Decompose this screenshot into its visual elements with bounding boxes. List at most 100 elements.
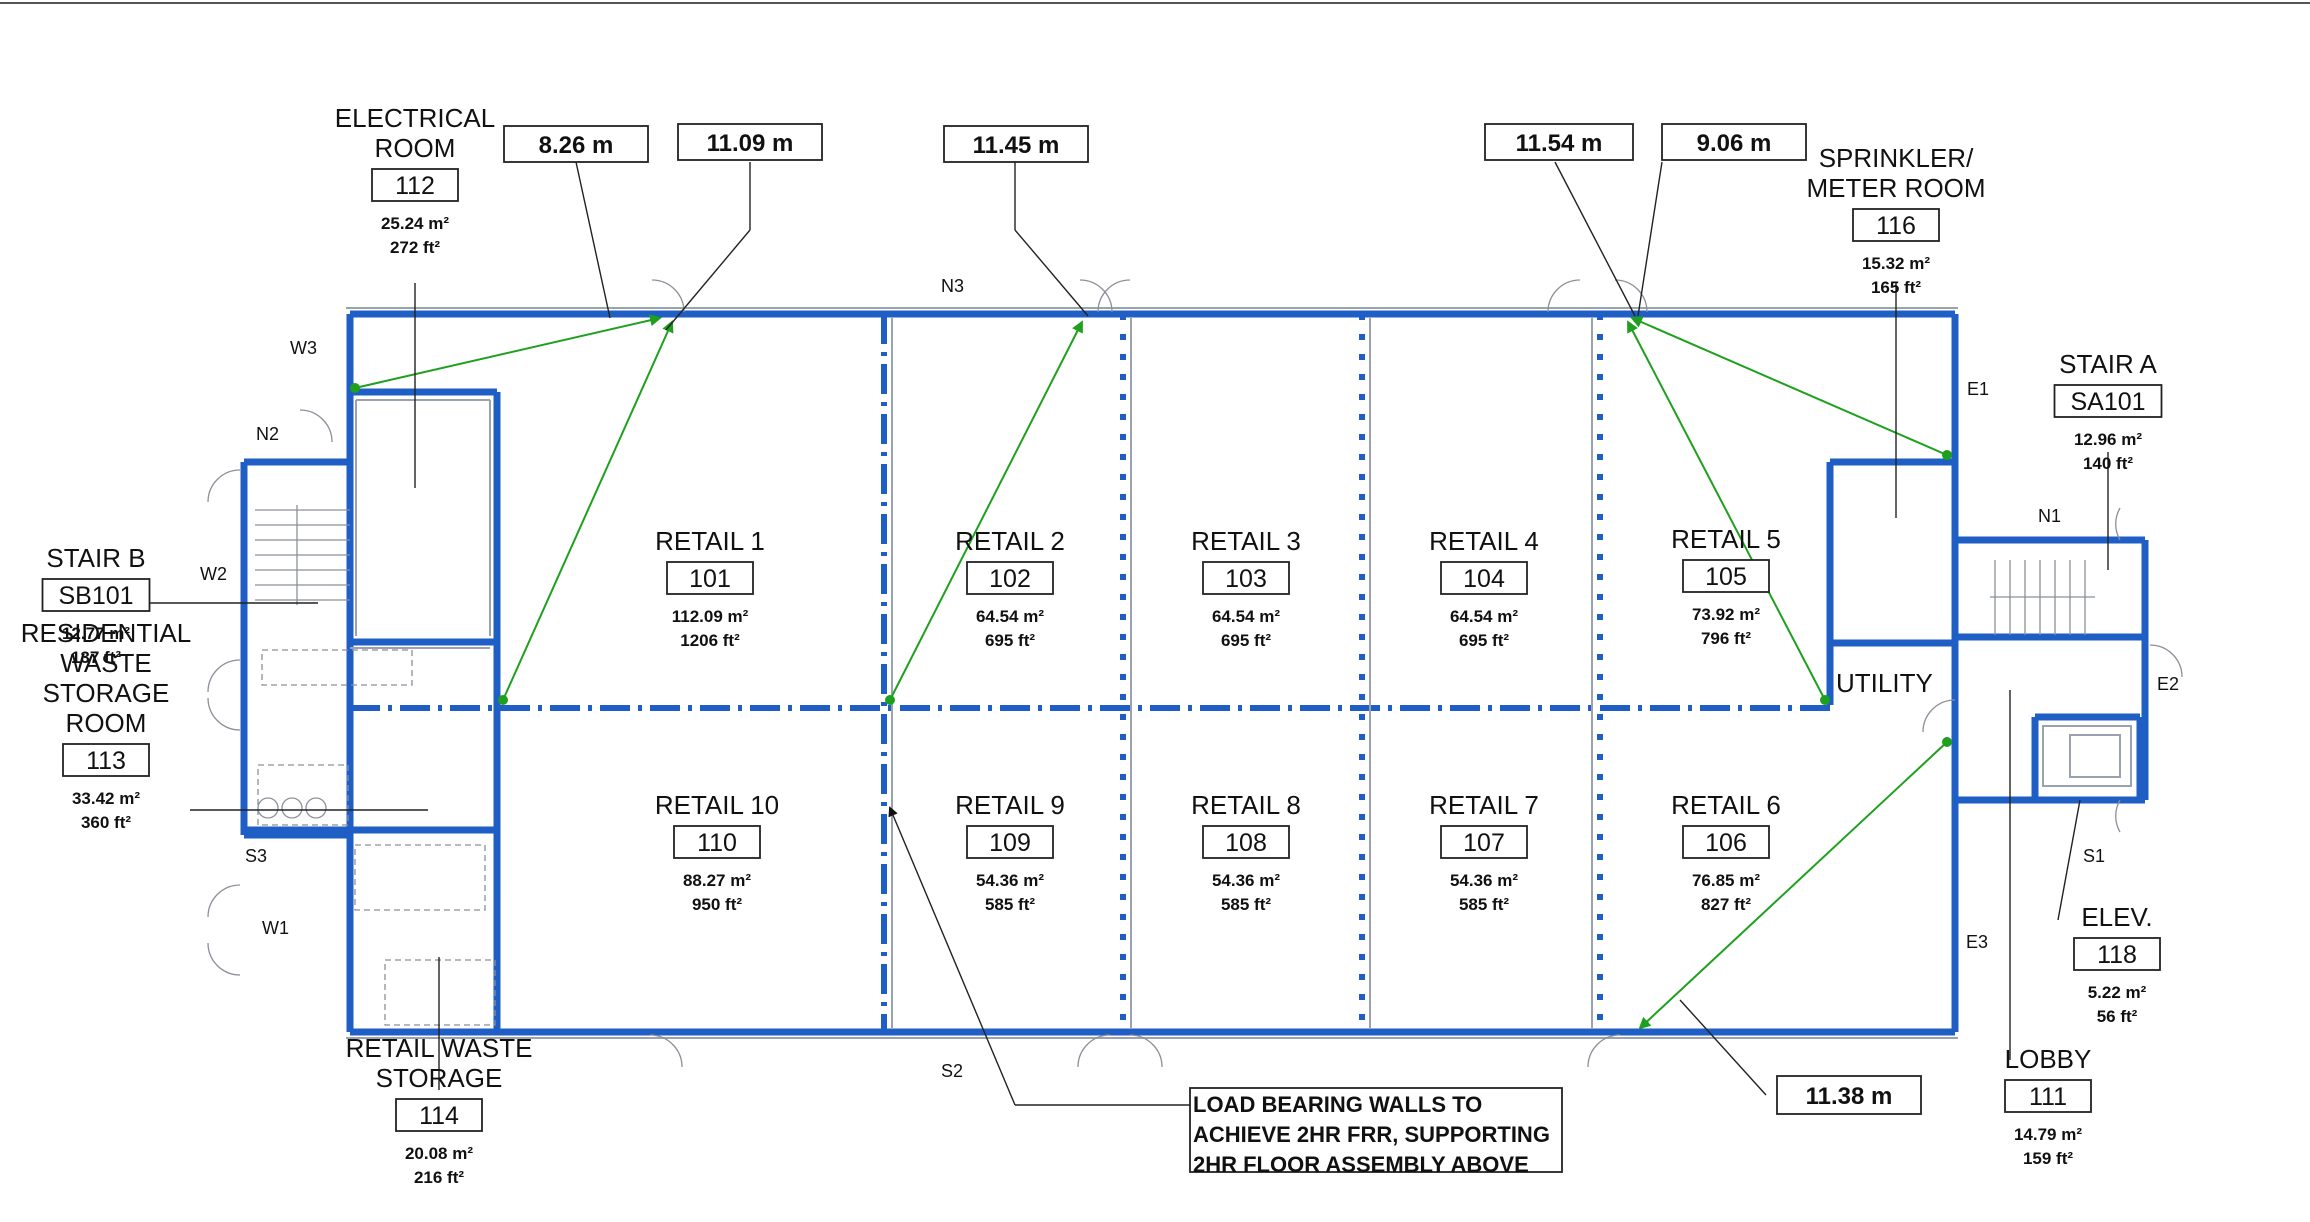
room-name: ELECTRICAL <box>335 103 495 133</box>
room-number-box <box>966 825 1054 859</box>
room-number: 112 <box>395 172 435 200</box>
room-number-box <box>673 825 761 859</box>
room-number-box <box>2004 1079 2092 1113</box>
dimension-box-6: 11.38 m <box>1776 1075 1922 1115</box>
room-area-m2: 12.96 m² <box>2074 430 2142 449</box>
room-area-ft2: 137 ft² <box>71 648 121 667</box>
room-area-m2: 12.77 m² <box>62 624 130 643</box>
room-number: 111 <box>2029 1083 2067 1111</box>
room-area-ft2: 165 ft² <box>1871 278 1921 297</box>
room-number: SA101 <box>2070 388 2145 416</box>
svg-text:E2: E2 <box>2157 674 2179 694</box>
room-number: 104 <box>1463 565 1505 593</box>
room-number-box <box>1202 561 1290 595</box>
room-label-sa101: STAIR A SA101 12.96 m² 140 ft² <box>2053 349 2163 473</box>
room-area-ft2: 585 ft² <box>1459 895 1509 914</box>
room-area-m2: 5.22 m² <box>2088 983 2147 1002</box>
svg-text:11.54 m: 11.54 m <box>1516 130 1603 157</box>
room-name: RETAIL 4 <box>1429 526 1539 556</box>
svg-text:N2: N2 <box>256 424 279 444</box>
room-label-104: RETAIL 4 104 64.54 m² 695 ft² <box>1429 526 1539 650</box>
room-name: LOBBY <box>2005 1044 2092 1074</box>
doors <box>207 279 2183 1068</box>
room-area-ft2: 216 ft² <box>414 1168 464 1187</box>
room-name: WASTE <box>60 648 151 678</box>
room-name: RETAIL WASTE <box>346 1033 533 1063</box>
room-number-box <box>395 1098 483 1132</box>
dimension-box-4: 11.54 m <box>1484 123 1634 161</box>
svg-text:2HR FLOOR ASSEMBLY ABOVE: 2HR FLOOR ASSEMBLY ABOVE <box>1193 1152 1529 1177</box>
svg-text:ACHIEVE 2HR FRR, SUPPORTING: ACHIEVE 2HR FRR, SUPPORTING <box>1193 1122 1550 1147</box>
svg-text:W3: W3 <box>290 338 317 358</box>
svg-text:S1: S1 <box>2083 846 2105 866</box>
room-number-box <box>966 561 1054 595</box>
room-number: 108 <box>1225 829 1267 857</box>
svg-text:11.45 m: 11.45 m <box>973 132 1060 159</box>
room-name: METER ROOM <box>1806 173 1985 203</box>
room-number: 103 <box>1225 565 1267 593</box>
room-area-ft2: 585 ft² <box>985 895 1035 914</box>
room-number-box <box>1202 825 1290 859</box>
room-name: RETAIL 10 <box>655 790 779 820</box>
svg-text:8.26 m: 8.26 m <box>539 132 614 159</box>
room-number-box <box>1682 825 1770 859</box>
room-name: RETAIL 7 <box>1429 790 1539 820</box>
room-number-box <box>62 743 150 777</box>
room-name: STORAGE <box>376 1063 503 1093</box>
room-area-m2: 14.79 m² <box>2014 1125 2082 1144</box>
room-name: SPRINKLER/ <box>1819 143 1974 173</box>
waste-bins <box>257 649 496 1026</box>
room-number: 101 <box>689 565 731 593</box>
room-number: 105 <box>1705 563 1747 591</box>
svg-text:E1: E1 <box>1967 379 1989 399</box>
svg-text:N3: N3 <box>941 276 964 296</box>
room-number: 106 <box>1705 829 1747 857</box>
room-area-ft2: 695 ft² <box>1459 631 1509 650</box>
svg-text:E3: E3 <box>1966 932 1988 952</box>
room-name: RETAIL 1 <box>655 526 765 556</box>
room-number: 116 <box>1876 212 1916 240</box>
room-name: ROOM <box>375 133 456 163</box>
room-area-m2: 20.08 m² <box>405 1144 473 1163</box>
svg-text:S2: S2 <box>941 1061 963 1081</box>
room-number-box <box>1440 561 1528 595</box>
room-number: 110 <box>697 829 737 857</box>
svg-text:11.38 m: 11.38 m <box>1806 1083 1893 1110</box>
room-area-ft2: 796 ft² <box>1701 629 1751 648</box>
room-number: 107 <box>1463 829 1505 857</box>
room-area-ft2: 272 ft² <box>390 238 440 257</box>
room-number-box <box>1682 559 1770 593</box>
room-number: 113 <box>86 747 126 775</box>
room-name: ELEV. <box>2081 902 2152 932</box>
room-area-ft2: 695 ft² <box>985 631 1035 650</box>
utility-label: UTILITY <box>1836 668 1933 698</box>
room-area-m2: 64.54 m² <box>976 607 1044 626</box>
room-number-box <box>1852 208 1940 242</box>
dimension-box-5: 9.06 m <box>1661 123 1807 161</box>
room-name: STAIR A <box>2059 349 2157 379</box>
room-name: RESIDENTIAL <box>21 618 192 648</box>
room-area-ft2: 585 ft² <box>1221 895 1271 914</box>
room-area-ft2: 140 ft² <box>2083 454 2133 473</box>
svg-text:W2: W2 <box>200 564 227 584</box>
travel-paths <box>350 314 1952 1030</box>
room-name: RETAIL 9 <box>955 790 1065 820</box>
room-number: SB101 <box>58 582 133 610</box>
room-area-ft2: 159 ft² <box>2023 1149 2073 1168</box>
svg-text:W1: W1 <box>262 918 289 938</box>
dimension-box-2: 11.09 m <box>677 123 823 161</box>
svg-text:S3: S3 <box>245 846 267 866</box>
room-area-m2: 64.54 m² <box>1450 607 1518 626</box>
room-number-box <box>1440 825 1528 859</box>
room-area-m2: 76.85 m² <box>1692 871 1760 890</box>
room-name: RETAIL 6 <box>1671 790 1781 820</box>
